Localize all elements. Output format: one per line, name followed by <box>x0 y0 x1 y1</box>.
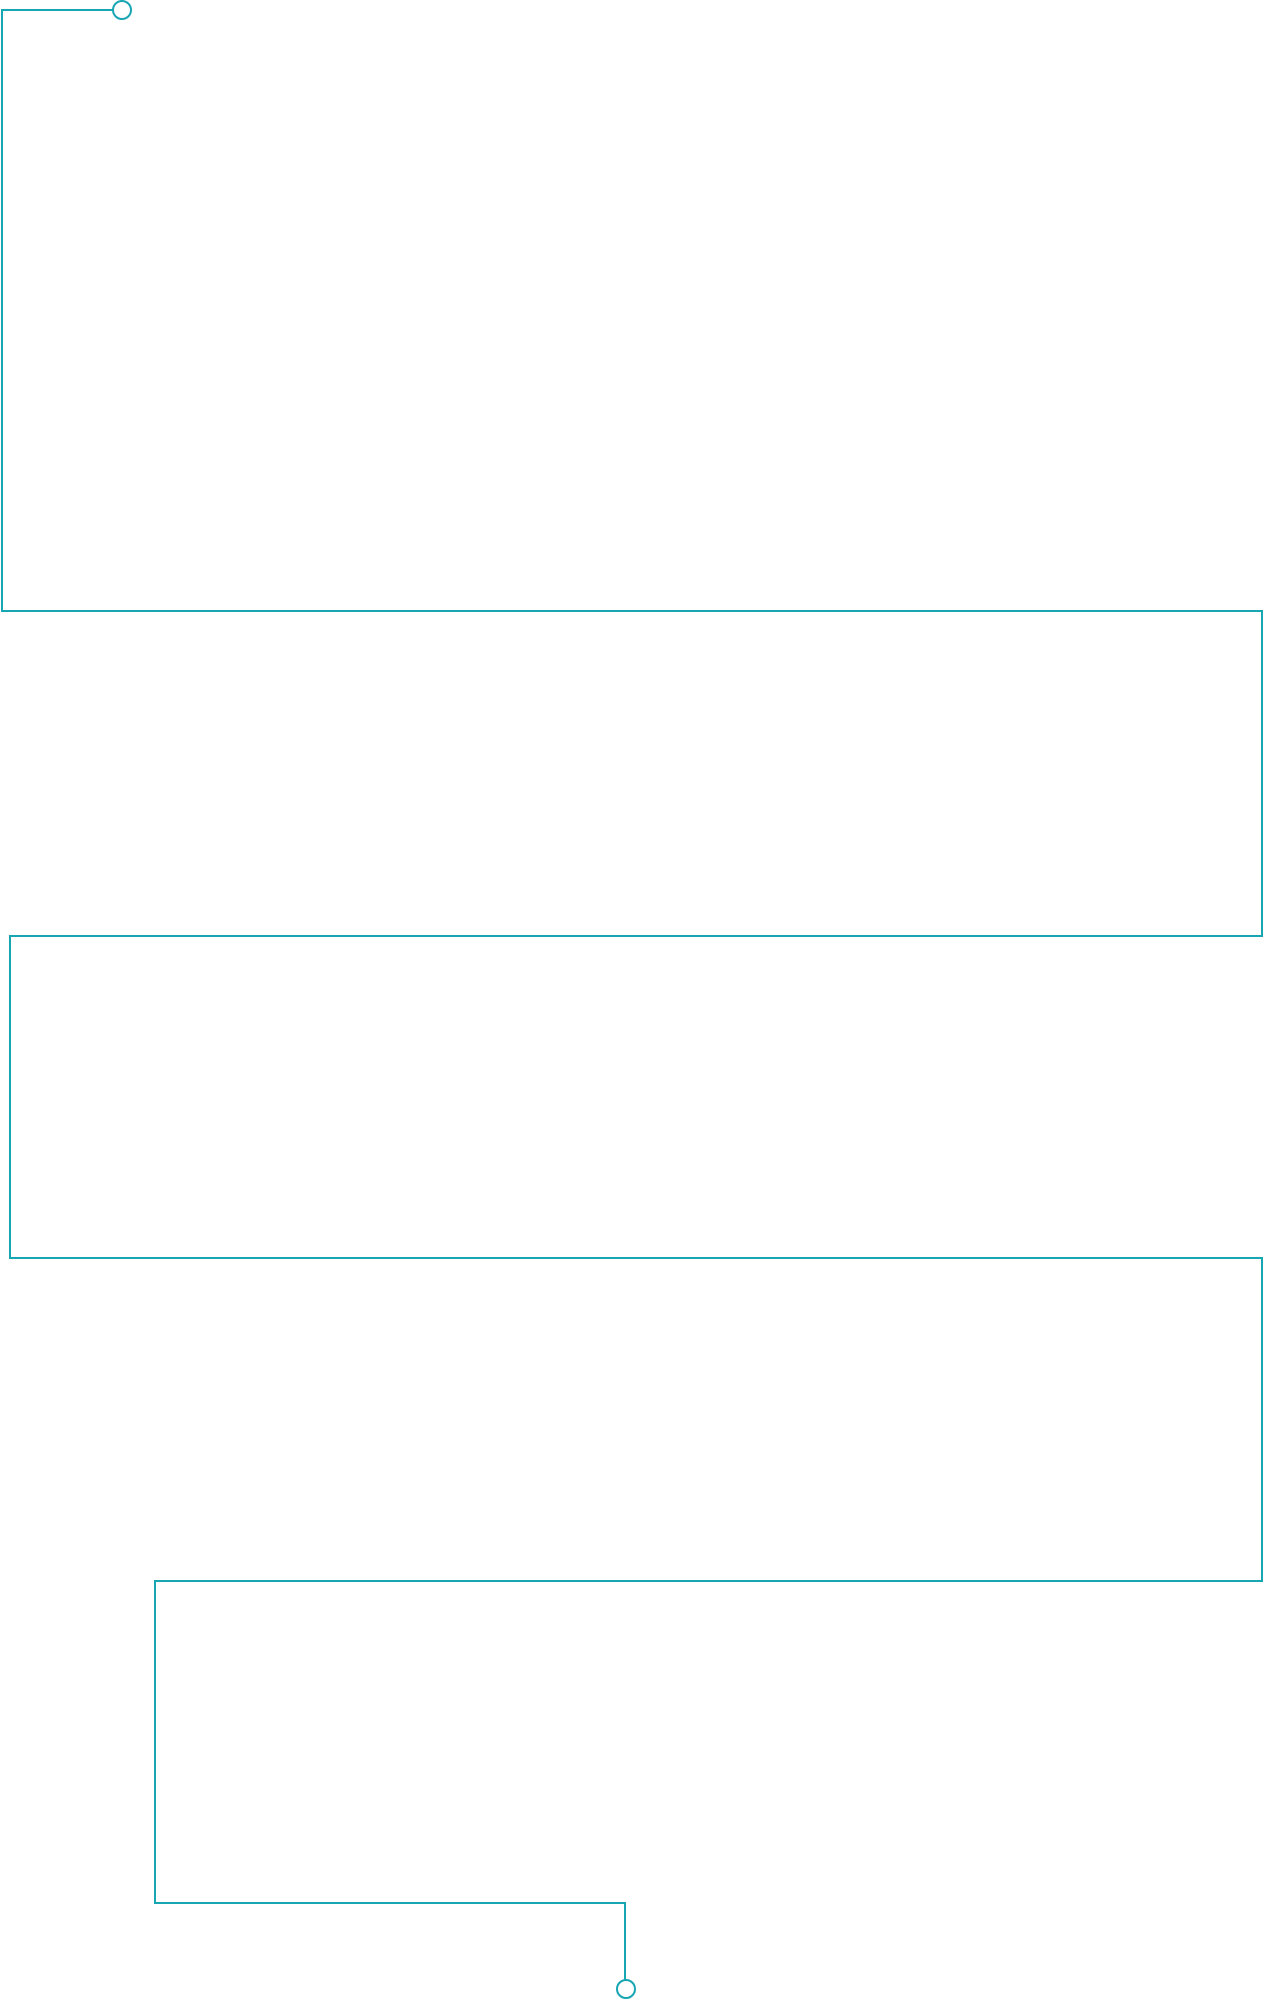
end-node-circle <box>616 1979 636 1999</box>
start-node-circle <box>112 0 132 20</box>
connector-path <box>1 9 1263 1980</box>
